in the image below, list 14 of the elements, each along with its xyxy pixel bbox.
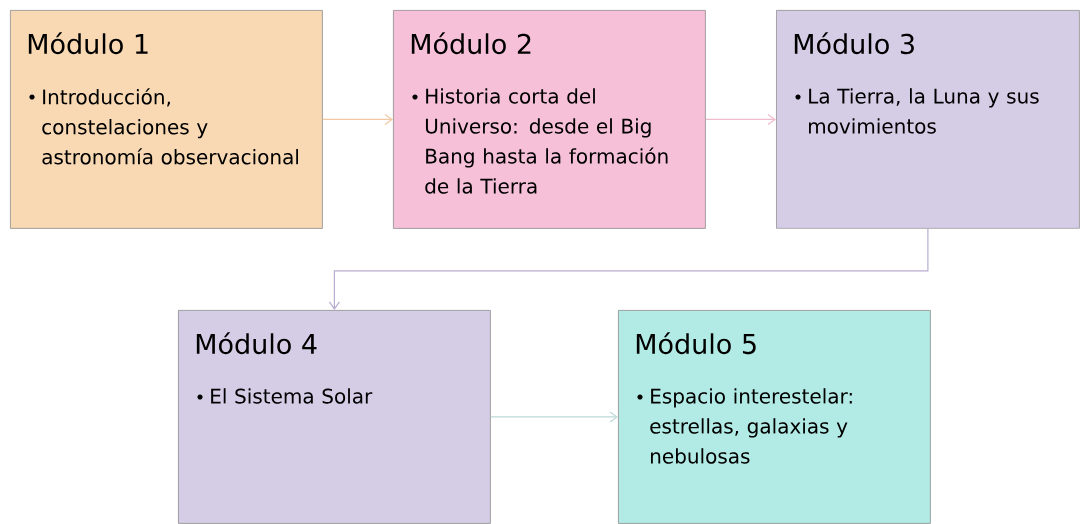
bullet-text: La Tierra, la Luna y sus movimientos (809, 88, 1039, 134)
bullet-text: Historia corta del Universo: desde el Big Bang hasta la formación de la Tierra (425, 88, 668, 194)
module-title: Módulo 1 (28, 32, 148, 55)
arrow (705, 113, 776, 125)
module-title: Módulo 5 (636, 332, 756, 355)
bullet-text: Espacio interestelar: estrellas, galaxias y nebulosas (650, 388, 852, 464)
module-title: Módulo 2 (411, 32, 531, 55)
bullet-text: Introducción, constelaciones y astronomía observacional (42, 88, 299, 165)
arrow (322, 113, 393, 125)
arrow (328, 228, 929, 310)
arrow (490, 411, 618, 423)
module-title: Módulo 3 (794, 32, 914, 55)
module-title: Módulo 4 (196, 332, 317, 355)
bullet-text: El Sistema Solar (211, 388, 373, 404)
